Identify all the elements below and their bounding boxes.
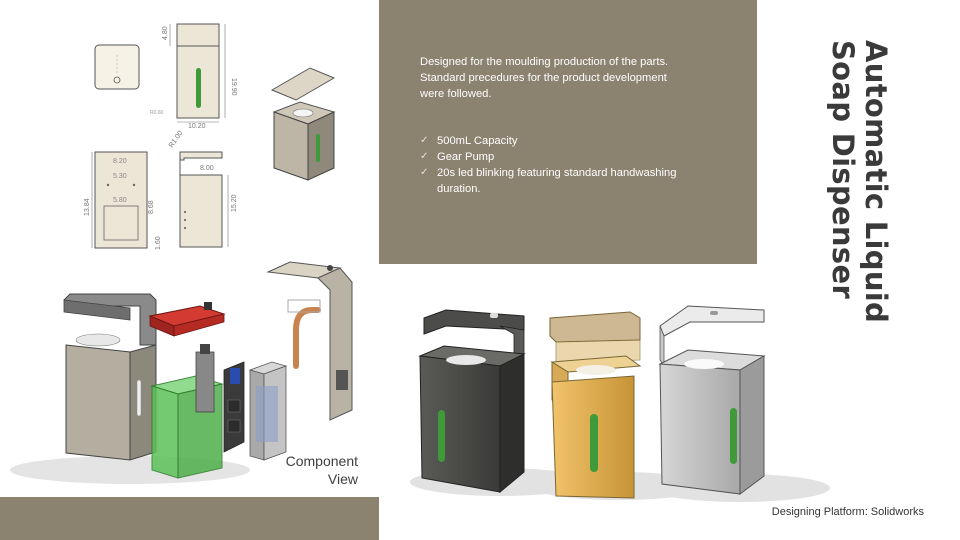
list-item: ✓ 500mL Capacity — [420, 133, 680, 149]
dim-label: 5.80 — [113, 197, 127, 204]
copper-pipe-part — [287, 299, 321, 369]
open-lid-render — [270, 67, 336, 181]
gear-pump-part — [195, 344, 215, 413]
list-item: ✓ 20s led blinking featuring standard han… — [420, 165, 680, 197]
dim-label: 5.30 — [113, 173, 127, 180]
check-icon: ✓ — [420, 167, 429, 178]
front-view-drawing: 4.80 19.90 10.20 R0.60 — [150, 23, 237, 130]
list-item: ✓ Gear Pump — [420, 149, 680, 165]
dim-label: 8.20 — [113, 158, 127, 165]
top-view-drawing — [94, 44, 140, 90]
dim-label: 4.80 — [162, 26, 169, 40]
battery-frame-part — [248, 361, 288, 461]
component-label-line-2: View — [327, 471, 358, 487]
intro-text: Designed for the moulding production of … — [420, 56, 669, 100]
product-renders — [410, 305, 830, 502]
dim-label: 10.20 — [188, 123, 206, 130]
dim-label: 1.60 — [155, 236, 162, 250]
design-platform-note: Designing Platform: Solidworks — [771, 506, 924, 518]
dispenser-render-silver — [658, 305, 766, 495]
circuit-board-part — [223, 361, 245, 453]
technical-drawings: 4.80 19.90 10.20 R0.60 8.20 5.30 5.80 13… — [84, 23, 238, 250]
dim-label: 19.90 — [230, 78, 237, 96]
dim-label: 8.68 — [148, 200, 155, 214]
housing-part — [63, 293, 157, 461]
back-view-drawing: 8.20 5.30 5.80 13.84 8.68 1.60 — [84, 151, 162, 250]
dim-label: 13.84 — [84, 198, 91, 216]
feature-list: ✓ 500mL Capacity ✓ Gear Pump ✓ 20s led blin… — [420, 133, 680, 197]
title-line-2: Soap Dispenser — [826, 40, 860, 300]
dim-label: R1.00 — [168, 130, 185, 149]
info-panel: Designed for the moulding production of … — [379, 0, 757, 264]
feature-text: Gear Pump — [437, 151, 495, 163]
top-cover-part — [266, 261, 353, 421]
component-label-line-1: Component — [285, 453, 358, 469]
feature-text: 20s led blinking featuring standard hand… — [437, 167, 677, 195]
title-line-1: Automatic Liquid — [859, 40, 893, 324]
dim-label: 8.00 — [200, 165, 214, 172]
check-icon: ✓ — [420, 135, 429, 146]
component-view-label: Component View — [268, 452, 358, 488]
dispenser-render-gold — [549, 311, 642, 499]
dim-label: R0.60 — [150, 110, 164, 116]
exploded-component-view — [10, 261, 353, 484]
dispenser-render-dark — [418, 309, 526, 494]
side-view-drawing: R1.00 8.00 15.20 — [168, 130, 238, 248]
check-icon: ✓ — [420, 151, 429, 162]
feature-text: 500mL Capacity — [437, 135, 518, 147]
dim-label: 15.20 — [231, 194, 238, 212]
footer-strip — [0, 497, 379, 540]
pcb-cover-part — [148, 302, 226, 337]
